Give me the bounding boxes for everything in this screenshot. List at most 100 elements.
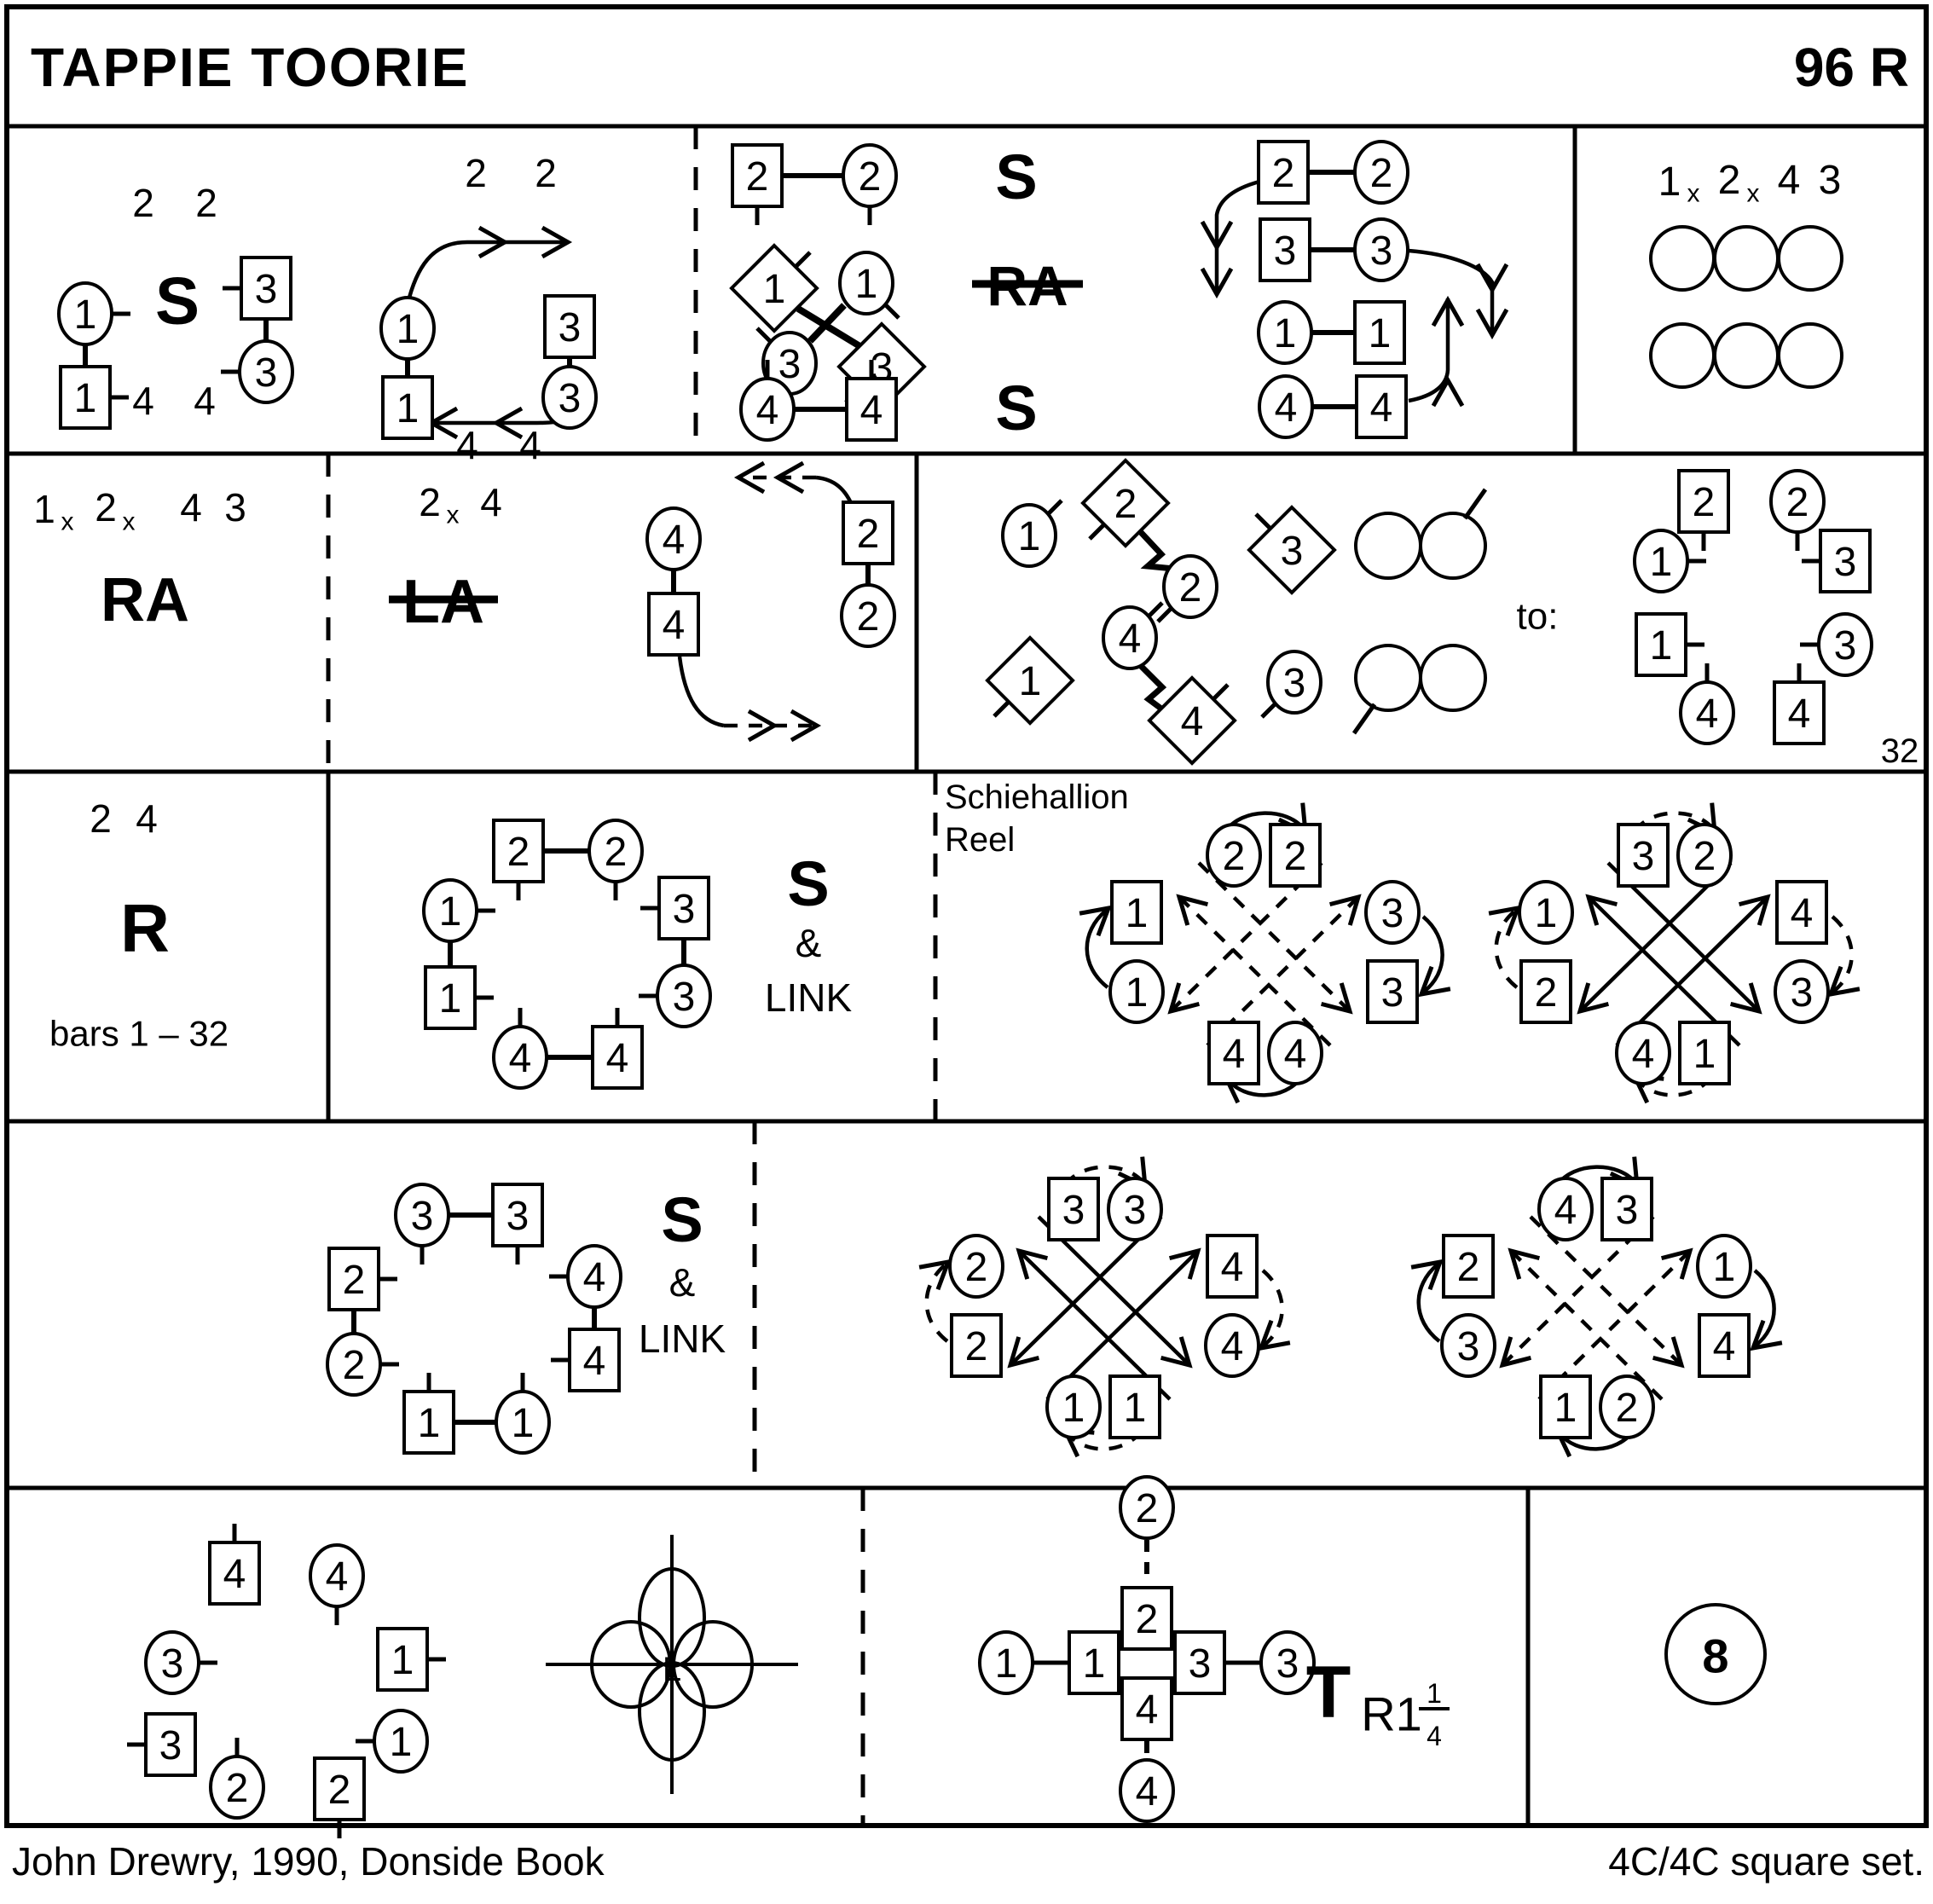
ring [1664, 1603, 1767, 1705]
dancer-circle-4: 4 [492, 1008, 548, 1090]
dancer-circle-2: 2 [948, 1234, 1004, 1299]
symbol-shape [59, 365, 112, 430]
dancer-circle-4: 4 [309, 1543, 365, 1625]
symbol-shape [1119, 1475, 1175, 1540]
notation-label: 3 [1819, 158, 1842, 203]
arrow [1197, 861, 1351, 1013]
dancer-circle-3: 3 [1364, 880, 1421, 945]
dancer-number: 1 [439, 889, 462, 935]
notation-label: x [123, 508, 136, 536]
symbol-shape [1107, 1177, 1163, 1241]
dancer-number: 1 [763, 267, 786, 312]
arrowhead [1079, 905, 1112, 937]
dancer-circle-4: 4 [549, 1244, 622, 1309]
notation-label: LA [402, 568, 484, 636]
symbol-shape [1775, 880, 1828, 945]
ring [1419, 512, 1487, 580]
symbol-shape [376, 1627, 429, 1692]
symbol-shape [1440, 1313, 1496, 1378]
symbol-shape [1353, 217, 1409, 282]
notation-label: 2 [195, 181, 217, 225]
dancer-number: 1 [1554, 1386, 1577, 1431]
dancer-number: 3 [1834, 623, 1857, 668]
dancer-number: 2 [1114, 482, 1137, 527]
dancer-square-3: 3 [1600, 1177, 1653, 1241]
dancer-number: 1 [1019, 659, 1042, 704]
dancer-number: 1 [1693, 1032, 1716, 1077]
dancer-number: 4 [1370, 385, 1393, 431]
facing-tick [1088, 524, 1105, 541]
ring [1713, 322, 1780, 389]
dancer-number: 4 [1181, 699, 1204, 744]
dancer-number: 3 [159, 1723, 182, 1768]
notation-label: LINK [765, 975, 853, 1020]
dancer-number: 2 [1693, 480, 1716, 525]
dancer-number: 1 [418, 1401, 441, 1446]
dancer-circle-4: 4 [1258, 374, 1314, 439]
dancer-square-3: 3 [1173, 1630, 1243, 1695]
notation-label: R [120, 890, 170, 966]
dancer-number: 2 [605, 830, 628, 875]
dancer-square-2: 2 [1257, 140, 1310, 205]
symbol-shape [591, 1025, 644, 1090]
symbol-shape [541, 365, 598, 430]
arrow [1261, 1269, 1284, 1347]
notation-label: 2 [465, 151, 487, 195]
dancer-number: 2 [857, 594, 880, 639]
notation-label: Reel [945, 821, 1015, 859]
dancer-circle-3: 3 [1353, 217, 1409, 282]
symbol-shape [1774, 959, 1830, 1024]
dancer-square-3: 3 [1617, 823, 1670, 888]
dancer-square-1: 1 [402, 1373, 455, 1455]
link [807, 303, 847, 344]
dancer-number: 3 [1189, 1641, 1212, 1687]
dancer-square-4: 4 [647, 592, 700, 657]
dancer-circle-3: 3 [1107, 1177, 1163, 1241]
notation-label: S [661, 1184, 703, 1255]
dancer-number: 3 [255, 350, 278, 396]
symbol-shape [840, 583, 896, 648]
dancer-circle-1: 1 [1108, 959, 1165, 1024]
notation-label: 4 [480, 480, 502, 524]
ring [1354, 644, 1422, 712]
dancer-circle-1: 1 [422, 878, 495, 943]
dancer-circle-3: 3 [1440, 1313, 1496, 1378]
dancer-number: 3 [778, 342, 802, 387]
symbol-shape [1110, 880, 1163, 945]
arrow [407, 240, 568, 298]
notation-label: T [1306, 1652, 1351, 1733]
arrow [1509, 1249, 1664, 1401]
dancer-number: 1 [74, 292, 97, 338]
notation-label: x [61, 508, 74, 536]
arrow [1214, 179, 1260, 294]
dancer-number: 4 [223, 1552, 246, 1597]
dancer-number: 3 [673, 887, 696, 932]
dancer-circle-2: 2 [1353, 140, 1409, 205]
notation-label: S [155, 263, 200, 338]
dancer-circle-3: 3 [1774, 959, 1830, 1024]
notation-label: 4 [519, 423, 541, 467]
dancer-circle-3: 3 [1242, 1630, 1316, 1695]
dancer-circle-2: 2 [1769, 469, 1826, 551]
facing-tick [1156, 606, 1173, 623]
dancer-circle-4: 4 [1679, 663, 1735, 745]
dancer-circle-2: 2 [1676, 823, 1733, 888]
ring [638, 1567, 706, 1668]
dancer-circle-3: 3 [639, 964, 712, 1028]
symbol-shape [1108, 1374, 1161, 1439]
dancer-number: 3 [1274, 229, 1297, 274]
dancer-circle-1: 1 [1518, 880, 1574, 945]
dancer-square-2: 2 [327, 1247, 397, 1311]
symbol-shape [1615, 1021, 1671, 1085]
symbol-shape [1537, 1177, 1594, 1241]
dancer-number: 2 [343, 1343, 366, 1388]
symbol-shape [1108, 959, 1165, 1024]
arrow [1529, 1215, 1683, 1367]
dancer-number: 4 [1136, 1687, 1159, 1733]
symbol-shape [1676, 823, 1733, 888]
notation-label: Schiehallion [945, 778, 1129, 816]
dancer-square-1: 1 [1050, 1630, 1120, 1695]
facing-tick [883, 303, 900, 320]
dancer-square-4: 4 [591, 1008, 644, 1090]
